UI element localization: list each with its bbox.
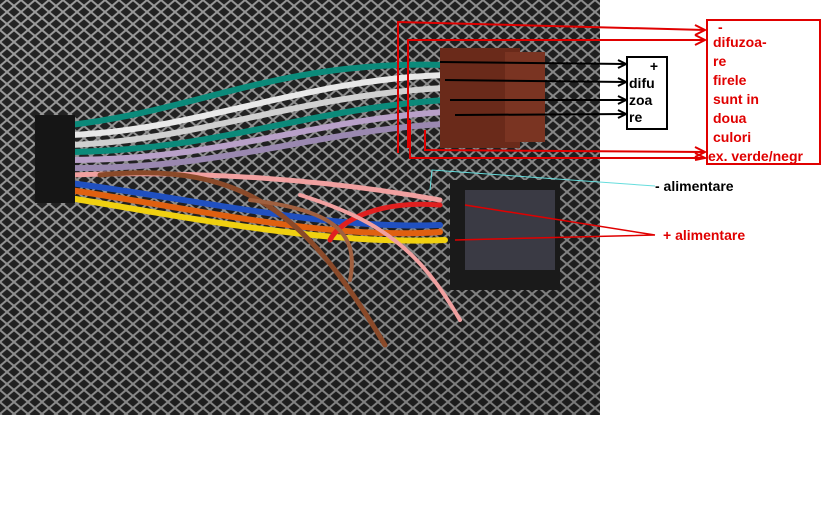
minus-speaker-line: firele: [713, 72, 747, 88]
minus-speaker-line: ex. verde/negr: [708, 148, 803, 164]
plus-speaker-line: zoa: [629, 92, 653, 108]
plus-speaker-label: + difu zoa re: [626, 56, 668, 130]
wires: [67, 61, 462, 348]
minus-speaker-line: sunt in: [713, 91, 759, 107]
power-connector: [450, 180, 560, 290]
minus-speaker-line: re: [713, 53, 727, 69]
speaker-connector: [440, 48, 545, 148]
minus-speaker-label: - difuzoa- re firele sunt in doua culori…: [706, 19, 821, 165]
plus-power-label: + alimentare: [663, 227, 746, 243]
iso-connector-left: [35, 115, 75, 203]
plus-speaker-line: difu: [629, 75, 655, 91]
minus-power-label: - alimentare: [655, 178, 734, 194]
minus-speaker-line: difuzoa-: [713, 34, 767, 50]
minus-speaker-line: culori: [713, 129, 752, 145]
minus-sign: -: [718, 19, 723, 35]
plus-sign: +: [649, 58, 658, 74]
minus-speaker-line: doua: [713, 110, 747, 126]
wiring-harness-photo: [0, 0, 600, 415]
plus-speaker-line: re: [629, 109, 643, 125]
